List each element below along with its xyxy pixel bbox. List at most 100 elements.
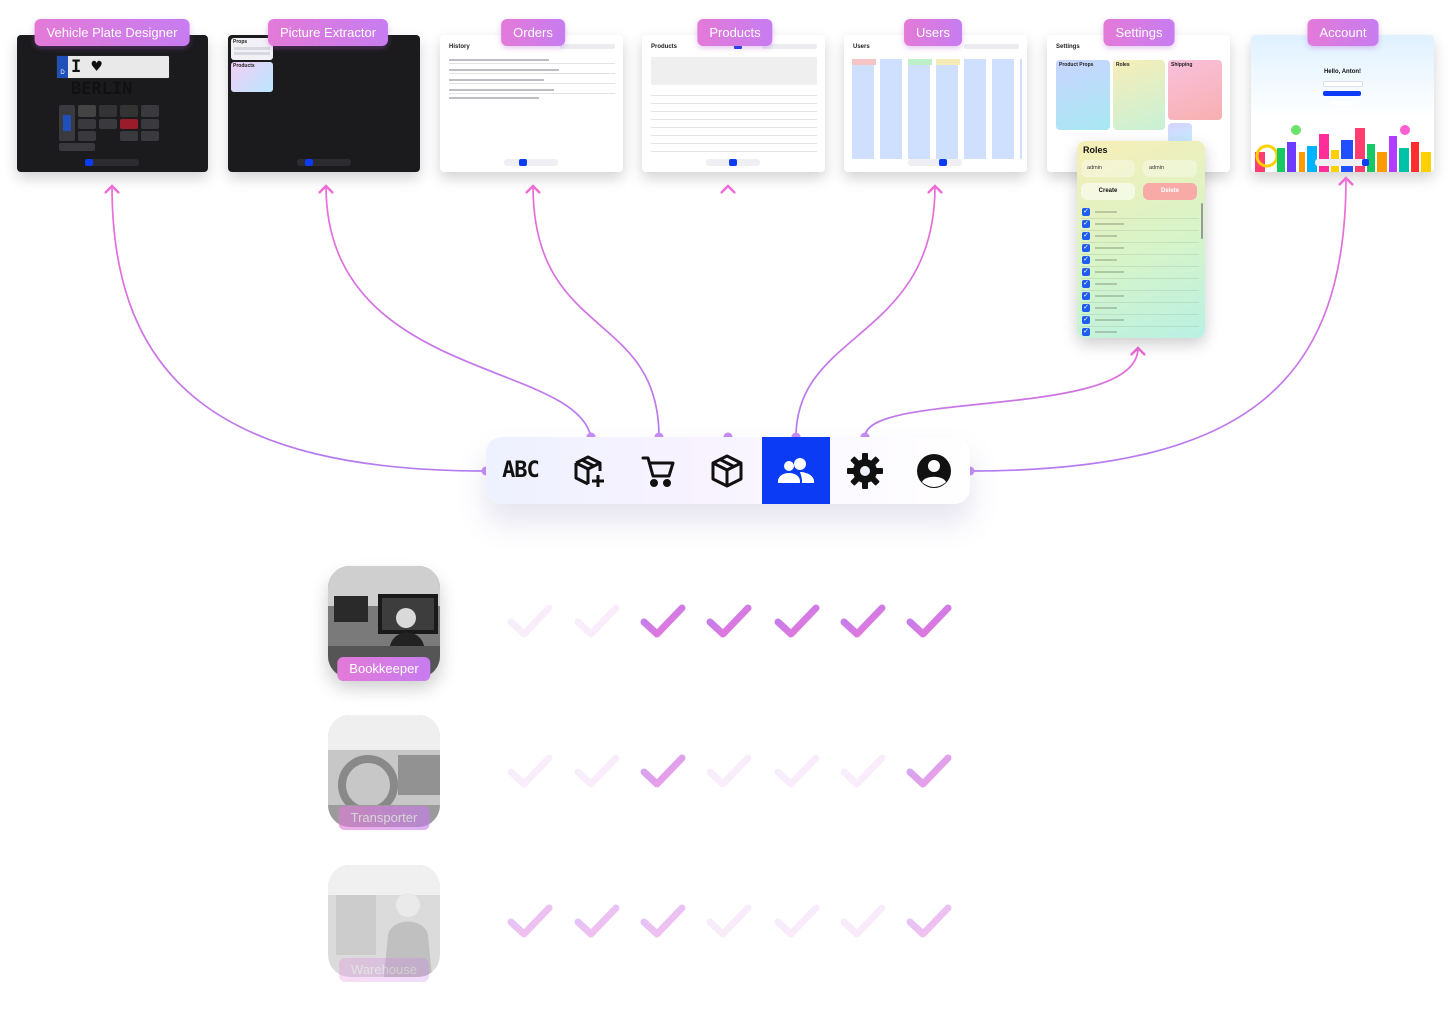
create-role-button[interactable]: Create [1081, 183, 1135, 200]
abc-icon: ABC [502, 458, 540, 483]
access-check [840, 904, 886, 938]
access-check [840, 754, 886, 788]
shipping-panel: Shipping [1168, 60, 1222, 120]
permission-row[interactable]: ✓ [1081, 207, 1199, 219]
link-orders [533, 186, 660, 438]
permission-row[interactable]: ✓ [1081, 315, 1199, 327]
permission-row[interactable]: ✓ [1081, 255, 1199, 267]
permission-row[interactable]: ✓ [1081, 327, 1199, 338]
permission-label-placeholder [1095, 223, 1124, 225]
package-add-icon [574, 455, 605, 487]
permission-checkbox[interactable]: ✓ [1082, 208, 1090, 216]
permission-row[interactable]: ✓ [1081, 291, 1199, 303]
role-label-warehouse: Warehouse [339, 958, 429, 982]
permission-row[interactable]: ✓ [1081, 267, 1199, 279]
access-check [507, 904, 553, 938]
permission-list: ✓ ✓ ✓ ✓ ✓ ✓ ✓ ✓ ✓ ✓ ✓ [1081, 207, 1199, 338]
screen-vehicle-plate-designer: D I ♥ BERLIN [17, 35, 208, 172]
access-check [706, 604, 752, 638]
users-icon [778, 457, 814, 483]
license-plate: D I ♥ BERLIN [56, 55, 170, 99]
link-vehicle [112, 186, 487, 472]
permission-label-placeholder [1095, 283, 1117, 285]
permission-checkbox[interactable]: ✓ [1082, 292, 1090, 300]
link-users [795, 186, 935, 438]
permission-label-placeholder [1095, 319, 1124, 321]
permission-checkbox[interactable]: ✓ [1082, 316, 1090, 324]
mini-toolbar [1315, 159, 1369, 166]
delete-role-button[interactable]: Delete [1143, 183, 1197, 200]
access-check [640, 604, 686, 638]
label-users: Users [904, 19, 962, 46]
mini-toolbar [706, 159, 760, 166]
product-props-panel: Product Props [1056, 60, 1110, 130]
permission-checkbox[interactable]: ✓ [1082, 256, 1090, 264]
mini-toolbar [297, 159, 351, 166]
scrollbar[interactable] [1201, 203, 1203, 239]
access-check [507, 604, 553, 638]
roles-card: Roles admin admin Create Delete ✓✓✓✓✓✓✓✓… [1077, 141, 1205, 338]
account-icon [916, 453, 951, 488]
permission-checkbox[interactable]: ✓ [1082, 268, 1090, 276]
role-name-input[interactable]: admin [1143, 160, 1197, 177]
permission-row[interactable]: ✓ [1081, 231, 1199, 243]
role-label-bookkeeper: Bookkeeper [337, 657, 431, 681]
screen-picture-extractor: Props Products [228, 35, 420, 172]
permission-checkbox[interactable]: ✓ [1082, 328, 1090, 336]
label-products: Products [697, 19, 773, 46]
permission-label-placeholder [1095, 211, 1117, 213]
permission-checkbox[interactable]: ✓ [1082, 232, 1090, 240]
roles-panel-mini: Roles [1113, 60, 1165, 130]
access-check [906, 754, 952, 788]
permission-label-placeholder [1095, 247, 1124, 249]
access-check [840, 604, 886, 638]
tab-picture-extractor[interactable] [555, 437, 624, 504]
mini-toolbar [85, 159, 139, 166]
access-check [906, 604, 952, 638]
permission-label-placeholder [1095, 259, 1117, 261]
permission-row[interactable]: ✓ [1081, 279, 1199, 291]
tab-vehicle-plate[interactable]: ABC [486, 437, 555, 504]
permission-label-placeholder [1095, 331, 1117, 333]
plate-eu-band: D [57, 56, 68, 78]
avatar-warehouse [328, 865, 440, 977]
permission-row[interactable]: ✓ [1081, 219, 1199, 231]
permission-label-placeholder [1095, 235, 1117, 237]
link-settings [864, 348, 1138, 438]
access-check [574, 604, 620, 638]
tab-users[interactable] [761, 437, 831, 504]
access-check [507, 754, 553, 788]
screen-users: Users [844, 35, 1027, 172]
permission-checkbox[interactable]: ✓ [1082, 244, 1090, 252]
tab-settings[interactable] [830, 437, 899, 504]
access-check [774, 604, 820, 638]
access-check [640, 754, 686, 788]
permission-row[interactable]: ✓ [1081, 243, 1199, 255]
account-greeting: Hello, Anton! [1323, 69, 1362, 75]
label-orders: Orders [501, 19, 565, 46]
permission-checkbox[interactable]: ✓ [1082, 220, 1090, 228]
permission-label-placeholder [1095, 295, 1124, 297]
tab-account[interactable] [899, 437, 968, 504]
permission-row[interactable]: ✓ [1081, 303, 1199, 315]
screen-orders-history: History [440, 35, 623, 172]
role-select[interactable]: admin [1081, 160, 1135, 177]
tab-orders[interactable] [624, 437, 693, 504]
permission-checkbox[interactable]: ✓ [1082, 280, 1090, 288]
permission-label-placeholder [1095, 271, 1124, 273]
user-cards-grid [852, 59, 1022, 159]
role-label-transporter: Transporter [338, 806, 430, 830]
tab-products[interactable] [693, 437, 762, 504]
screen-account: Hello, Anton! [1251, 35, 1434, 172]
label-vehicle-plate-designer: Vehicle Plate Designer [34, 19, 190, 46]
package-icon [711, 454, 743, 487]
plate-options-grid [59, 105, 167, 151]
warehouse-photo [328, 865, 440, 977]
permission-checkbox[interactable]: ✓ [1082, 304, 1090, 312]
access-check [774, 904, 820, 938]
access-check [774, 754, 820, 788]
gear-icon [846, 452, 883, 489]
access-check [640, 904, 686, 938]
bottom-tab-bar: ABC [486, 437, 970, 504]
label-settings: Settings [1103, 19, 1175, 46]
